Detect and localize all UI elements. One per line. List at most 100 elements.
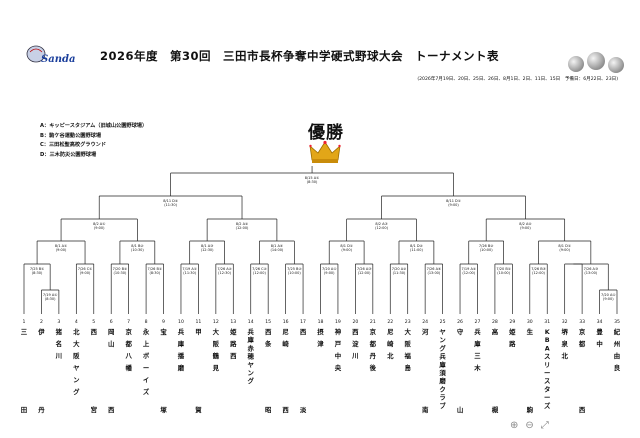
team-name-suffix: 塚	[160, 405, 167, 414]
viewer-controls: ⊕⊖⤢	[510, 420, 556, 431]
game-label: 8/2 A③(12:00)	[375, 222, 388, 230]
crown-icon	[309, 140, 341, 163]
logo-text: Sanda	[41, 54, 75, 65]
team-number: 35	[614, 319, 620, 325]
team-number: 6	[110, 319, 113, 325]
team-logo: Sanda	[26, 45, 75, 65]
game-label: 8/1 D①(9:00)	[558, 244, 571, 252]
game-label: 8/15 A①(8:30)	[305, 176, 320, 184]
baseball-icon	[568, 52, 624, 73]
team-name: 高	[492, 327, 499, 336]
team-name-suffix: 宮	[91, 405, 98, 414]
game-label: 7/20 A①(9:00)	[601, 293, 616, 301]
zoom-out-icon[interactable]: ⊖	[525, 420, 541, 431]
team-number: 19	[335, 319, 341, 325]
team-number: 15	[265, 319, 271, 325]
team-number: 29	[509, 319, 515, 325]
team-number: 31	[544, 319, 550, 325]
game-label: 7/26 A④(13:00)	[427, 267, 442, 275]
legend-item: B：駒ケ谷運動公園野球場	[40, 132, 102, 139]
zoom-in-icon[interactable]: ⊕	[510, 420, 526, 431]
team-name: 岡山	[108, 328, 114, 348]
page-header: Sanda 2026年度 第30回 三田市長杯争奪中学硬式野球大会 トーナメント…	[0, 0, 640, 90]
team-name: 大阪鶴見	[212, 327, 220, 372]
team-name: 堺泉北	[560, 327, 568, 360]
team-name-suffix: 淡	[300, 406, 307, 414]
team-name-suffix: 南	[422, 405, 429, 414]
team-name: ヤング兵庫須磨クラブ	[439, 328, 446, 410]
team-name: 守	[457, 327, 464, 336]
team-name: 西	[300, 328, 307, 336]
team-number: 14	[248, 319, 254, 325]
game-label: 7/26 C①(9:00)	[78, 267, 93, 275]
team-name: 西条	[265, 328, 272, 348]
game-label: 7/20 A②(11:30)	[392, 267, 407, 275]
venue-legend: A：キッピースタジアム（旧城山公園野球場） B：駒ケ谷運動公園野球場 C：三田松…	[40, 122, 147, 160]
game-label: 7/20 B①(10:00)	[496, 267, 511, 275]
team-name-suffix: 賀	[194, 405, 202, 414]
team-name: 京都八幡	[124, 327, 132, 372]
team-name: 西淀川	[351, 328, 359, 360]
team-name: 神戸中央	[335, 327, 342, 372]
game-label: 7/25 B①(8:30)	[30, 267, 45, 275]
team-number: 22	[387, 319, 393, 325]
team-number: 30	[527, 319, 533, 325]
game-label: 7/26 A③(12:00)	[357, 267, 372, 275]
game-label: 8/11 D②(11:30)	[163, 199, 178, 207]
game-label: 7/26 B③(12:00)	[531, 267, 546, 275]
team-number: 20	[352, 319, 358, 325]
team-name: 姫路	[509, 327, 516, 348]
champion-label: 優勝	[308, 123, 344, 143]
team-number: 34	[597, 319, 603, 325]
team-name: 兵庫赤穂ヤング	[248, 327, 255, 385]
team-name-suffix: 丹	[38, 406, 45, 414]
team-number: 33	[579, 319, 585, 325]
team-number: 1	[23, 319, 26, 325]
team-name: 豊中	[596, 327, 603, 348]
game-label: 7/19 A①(8:30)	[43, 293, 58, 301]
team-name-suffix: 西	[282, 406, 289, 414]
team-number: 5	[92, 319, 95, 325]
team-name-suffix: 西	[579, 406, 586, 414]
fullscreen-icon[interactable]: ⤢	[540, 420, 556, 431]
game-label: 8/2 A④(9:00)	[519, 222, 531, 230]
team-number: 7	[127, 319, 130, 325]
team-name: 摂津	[317, 327, 324, 348]
team-name: 三	[21, 328, 28, 336]
game-label: 8/1 A③(12:30)	[201, 244, 214, 252]
team-name-suffix: 田	[21, 406, 27, 414]
team-name-suffix: 西	[108, 406, 115, 414]
team-name: 紀州由良	[613, 327, 621, 372]
game-label: 7/26 C②(12:00)	[252, 267, 267, 275]
game-label: 8/1 D②(11:00)	[410, 244, 423, 252]
team-number: 18	[318, 319, 324, 325]
legend-item: A：キッピースタジアム（旧城山公園野球場）	[40, 123, 148, 129]
team-name: 宝	[160, 327, 167, 336]
legend-item: D：三木防災公園野球場	[40, 151, 97, 158]
team-name: 京都丹後	[369, 327, 377, 372]
game-label: 7/20 A①(9:00)	[322, 267, 337, 275]
legend-item: C：三田松聖高校グラウンド	[40, 142, 107, 148]
team-name: 猪名川	[55, 327, 63, 360]
team-number: 13	[230, 319, 236, 325]
game-label: 7/19 A①(11:30)	[182, 267, 197, 275]
game-label: 7/26 B②(10:00)	[479, 244, 494, 252]
team-name-suffix: 山	[457, 405, 463, 414]
schedule-dates: (2026年7月19日、20日、25日、26日、8月1日、2日、11日、15日 …	[417, 77, 618, 82]
team-name: 尼崎	[282, 327, 289, 348]
team-number: 32	[562, 319, 568, 325]
game-label: 7/26 B①(8:30)	[148, 267, 163, 275]
team-number: 4	[75, 319, 78, 325]
team-number: 28	[492, 319, 498, 325]
game-label: 8/1 A④(14:00)	[270, 244, 283, 252]
game-label: 7/26 A②(12:30)	[217, 267, 232, 275]
team-name-suffix: 昭	[265, 405, 272, 414]
team-number: 23	[405, 319, 411, 325]
team-number: 24	[422, 319, 428, 325]
team-number: 16	[283, 319, 289, 325]
game-label: 7/20 B②(10:30)	[113, 267, 128, 275]
game-label: 8/11 D①(9:00)	[446, 199, 461, 207]
team-number: 25	[440, 319, 446, 325]
